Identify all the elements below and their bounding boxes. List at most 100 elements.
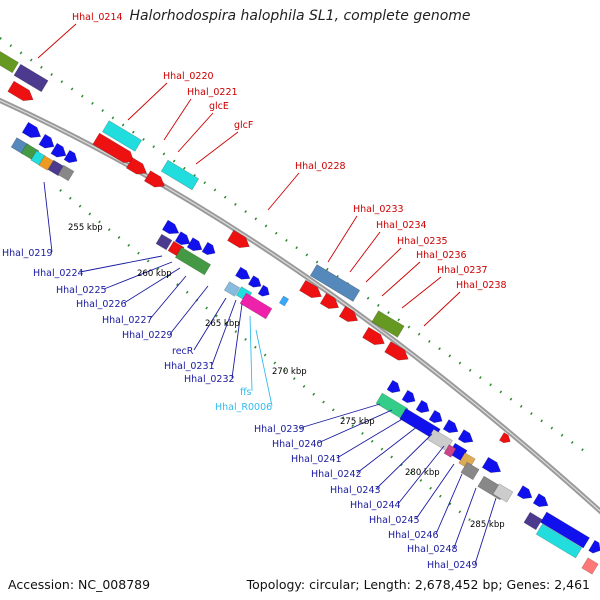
leader-line xyxy=(177,112,214,153)
gene-block[interactable] xyxy=(247,275,263,291)
gene-block[interactable] xyxy=(50,142,69,160)
gene-block[interactable] xyxy=(63,149,80,166)
gene-label[interactable]: Hhal_0244 xyxy=(350,500,401,511)
gene-block[interactable] xyxy=(532,493,551,511)
gene-label[interactable]: Hhal_0235 xyxy=(397,236,448,247)
gene-block[interactable] xyxy=(143,170,167,192)
gene-block[interactable] xyxy=(223,281,241,297)
gene-label[interactable]: Hhal_0219 xyxy=(2,248,53,259)
gene-block[interactable] xyxy=(460,461,480,481)
gene-label[interactable]: Hhal_0220 xyxy=(163,71,214,82)
gene-label[interactable]: Hhal_0214 xyxy=(72,12,123,23)
gene-block[interactable] xyxy=(401,389,418,406)
backbone-highlight xyxy=(0,99,600,512)
gene-block[interactable] xyxy=(386,379,403,396)
gene-block[interactable] xyxy=(101,120,143,152)
gene-label[interactable]: Hhal_0245 xyxy=(369,515,420,526)
gene-label[interactable]: Hhal_0240 xyxy=(272,439,323,450)
gene-label[interactable]: Hhal_0243 xyxy=(330,485,381,496)
map-title: Halorhodospira halophila SL1, complete g… xyxy=(129,8,471,24)
leader-line xyxy=(249,315,253,392)
gene-block[interactable] xyxy=(160,159,200,191)
gene-block[interactable] xyxy=(0,50,19,74)
gene-block[interactable] xyxy=(38,155,54,171)
gene-label[interactable]: Hhal_0228 xyxy=(295,161,346,172)
gene-block[interactable] xyxy=(57,164,75,182)
gene-block[interactable] xyxy=(161,219,181,238)
scale-mark: 265 kbp xyxy=(205,319,240,329)
gene-label[interactable]: ffs xyxy=(240,387,252,398)
gene-label[interactable]: Hhal_0233 xyxy=(353,204,404,215)
gene-block[interactable] xyxy=(186,237,205,255)
gene-label[interactable]: glcF xyxy=(234,120,253,131)
gene-label[interactable]: Hhal_0224 xyxy=(33,268,84,279)
gene-block[interactable] xyxy=(492,483,514,503)
gene-block[interactable] xyxy=(498,432,512,446)
gene-label[interactable]: Hhal_0227 xyxy=(102,315,153,326)
label-leaders xyxy=(37,23,497,565)
gene-block[interactable] xyxy=(299,279,324,302)
gene-block[interactable] xyxy=(442,419,461,437)
gene-label[interactable]: Hhal_0236 xyxy=(416,250,467,261)
gene-label[interactable]: Hhal_0229 xyxy=(122,330,173,341)
gene-block[interactable] xyxy=(155,233,173,251)
gene-label[interactable]: Hhal_0237 xyxy=(437,265,488,276)
gene-block[interactable] xyxy=(362,326,387,349)
gene-block[interactable] xyxy=(384,341,412,365)
gene-label[interactable]: Hhal_0241 xyxy=(291,454,342,465)
leader-line xyxy=(149,275,187,320)
gene-block[interactable] xyxy=(319,292,342,313)
gene-block[interactable] xyxy=(92,132,137,167)
gene-block[interactable] xyxy=(235,266,252,283)
gene-block[interactable] xyxy=(428,409,445,426)
genome-backbone xyxy=(0,97,600,515)
gene-block[interactable] xyxy=(588,539,600,555)
gene-block[interactable] xyxy=(13,63,49,93)
scale-mark: 260 kbp xyxy=(137,269,172,279)
gene-block[interactable] xyxy=(278,295,290,307)
gene-block[interactable] xyxy=(227,229,252,252)
gene-block[interactable] xyxy=(38,133,57,151)
gene-label[interactable]: Hhal_0248 xyxy=(407,544,458,555)
gene-label[interactable]: Hhal_0225 xyxy=(56,285,107,296)
gene-label[interactable]: Hhal_0242 xyxy=(311,469,362,480)
gene-label[interactable]: Hhal_0232 xyxy=(184,374,235,385)
gene-block[interactable] xyxy=(125,157,149,179)
gene-label[interactable]: Hhal_R0006 xyxy=(215,402,272,413)
gene-block[interactable] xyxy=(174,246,212,276)
gene-label[interactable]: glcE xyxy=(209,101,229,112)
gene-block[interactable] xyxy=(443,444,457,458)
gene-block[interactable] xyxy=(457,429,476,447)
gene-block[interactable] xyxy=(338,305,361,326)
gene-label[interactable]: Hhal_0246 xyxy=(388,530,439,541)
gene-block[interactable] xyxy=(309,264,361,302)
gene-block[interactable] xyxy=(21,121,44,142)
gene-label[interactable]: Hhal_0249 xyxy=(427,560,478,571)
gene-label[interactable]: Hhal_0231 xyxy=(164,361,215,372)
gene-label[interactable]: recR xyxy=(172,346,194,357)
gene-label[interactable]: Hhal_0234 xyxy=(376,220,427,231)
gene-block[interactable] xyxy=(7,80,36,105)
leader-line xyxy=(453,487,477,549)
gene-block[interactable] xyxy=(239,292,273,320)
gene-block[interactable] xyxy=(535,523,583,559)
gene-label[interactable]: Hhal_0239 xyxy=(254,424,305,435)
leader-line xyxy=(211,299,237,366)
outer-tick-track xyxy=(0,36,591,457)
leader-line xyxy=(474,497,497,565)
gene-label[interactable]: Hhal_0221 xyxy=(187,87,238,98)
gene-block[interactable] xyxy=(257,284,272,299)
gene-block[interactable] xyxy=(523,511,543,531)
gene-label[interactable]: Hhal_0226 xyxy=(76,299,127,310)
leader-line xyxy=(435,473,463,535)
gene-block[interactable] xyxy=(516,485,535,503)
gene-block[interactable] xyxy=(174,231,193,249)
gene-block[interactable] xyxy=(371,310,405,338)
gene-block[interactable] xyxy=(415,399,432,416)
gene-block[interactable] xyxy=(540,511,590,549)
gene-block[interactable] xyxy=(481,456,504,477)
gene-block[interactable] xyxy=(201,241,218,258)
gene-block[interactable] xyxy=(581,557,599,575)
gene-label[interactable]: Hhal_0238 xyxy=(456,280,507,291)
leader-line xyxy=(349,231,381,273)
